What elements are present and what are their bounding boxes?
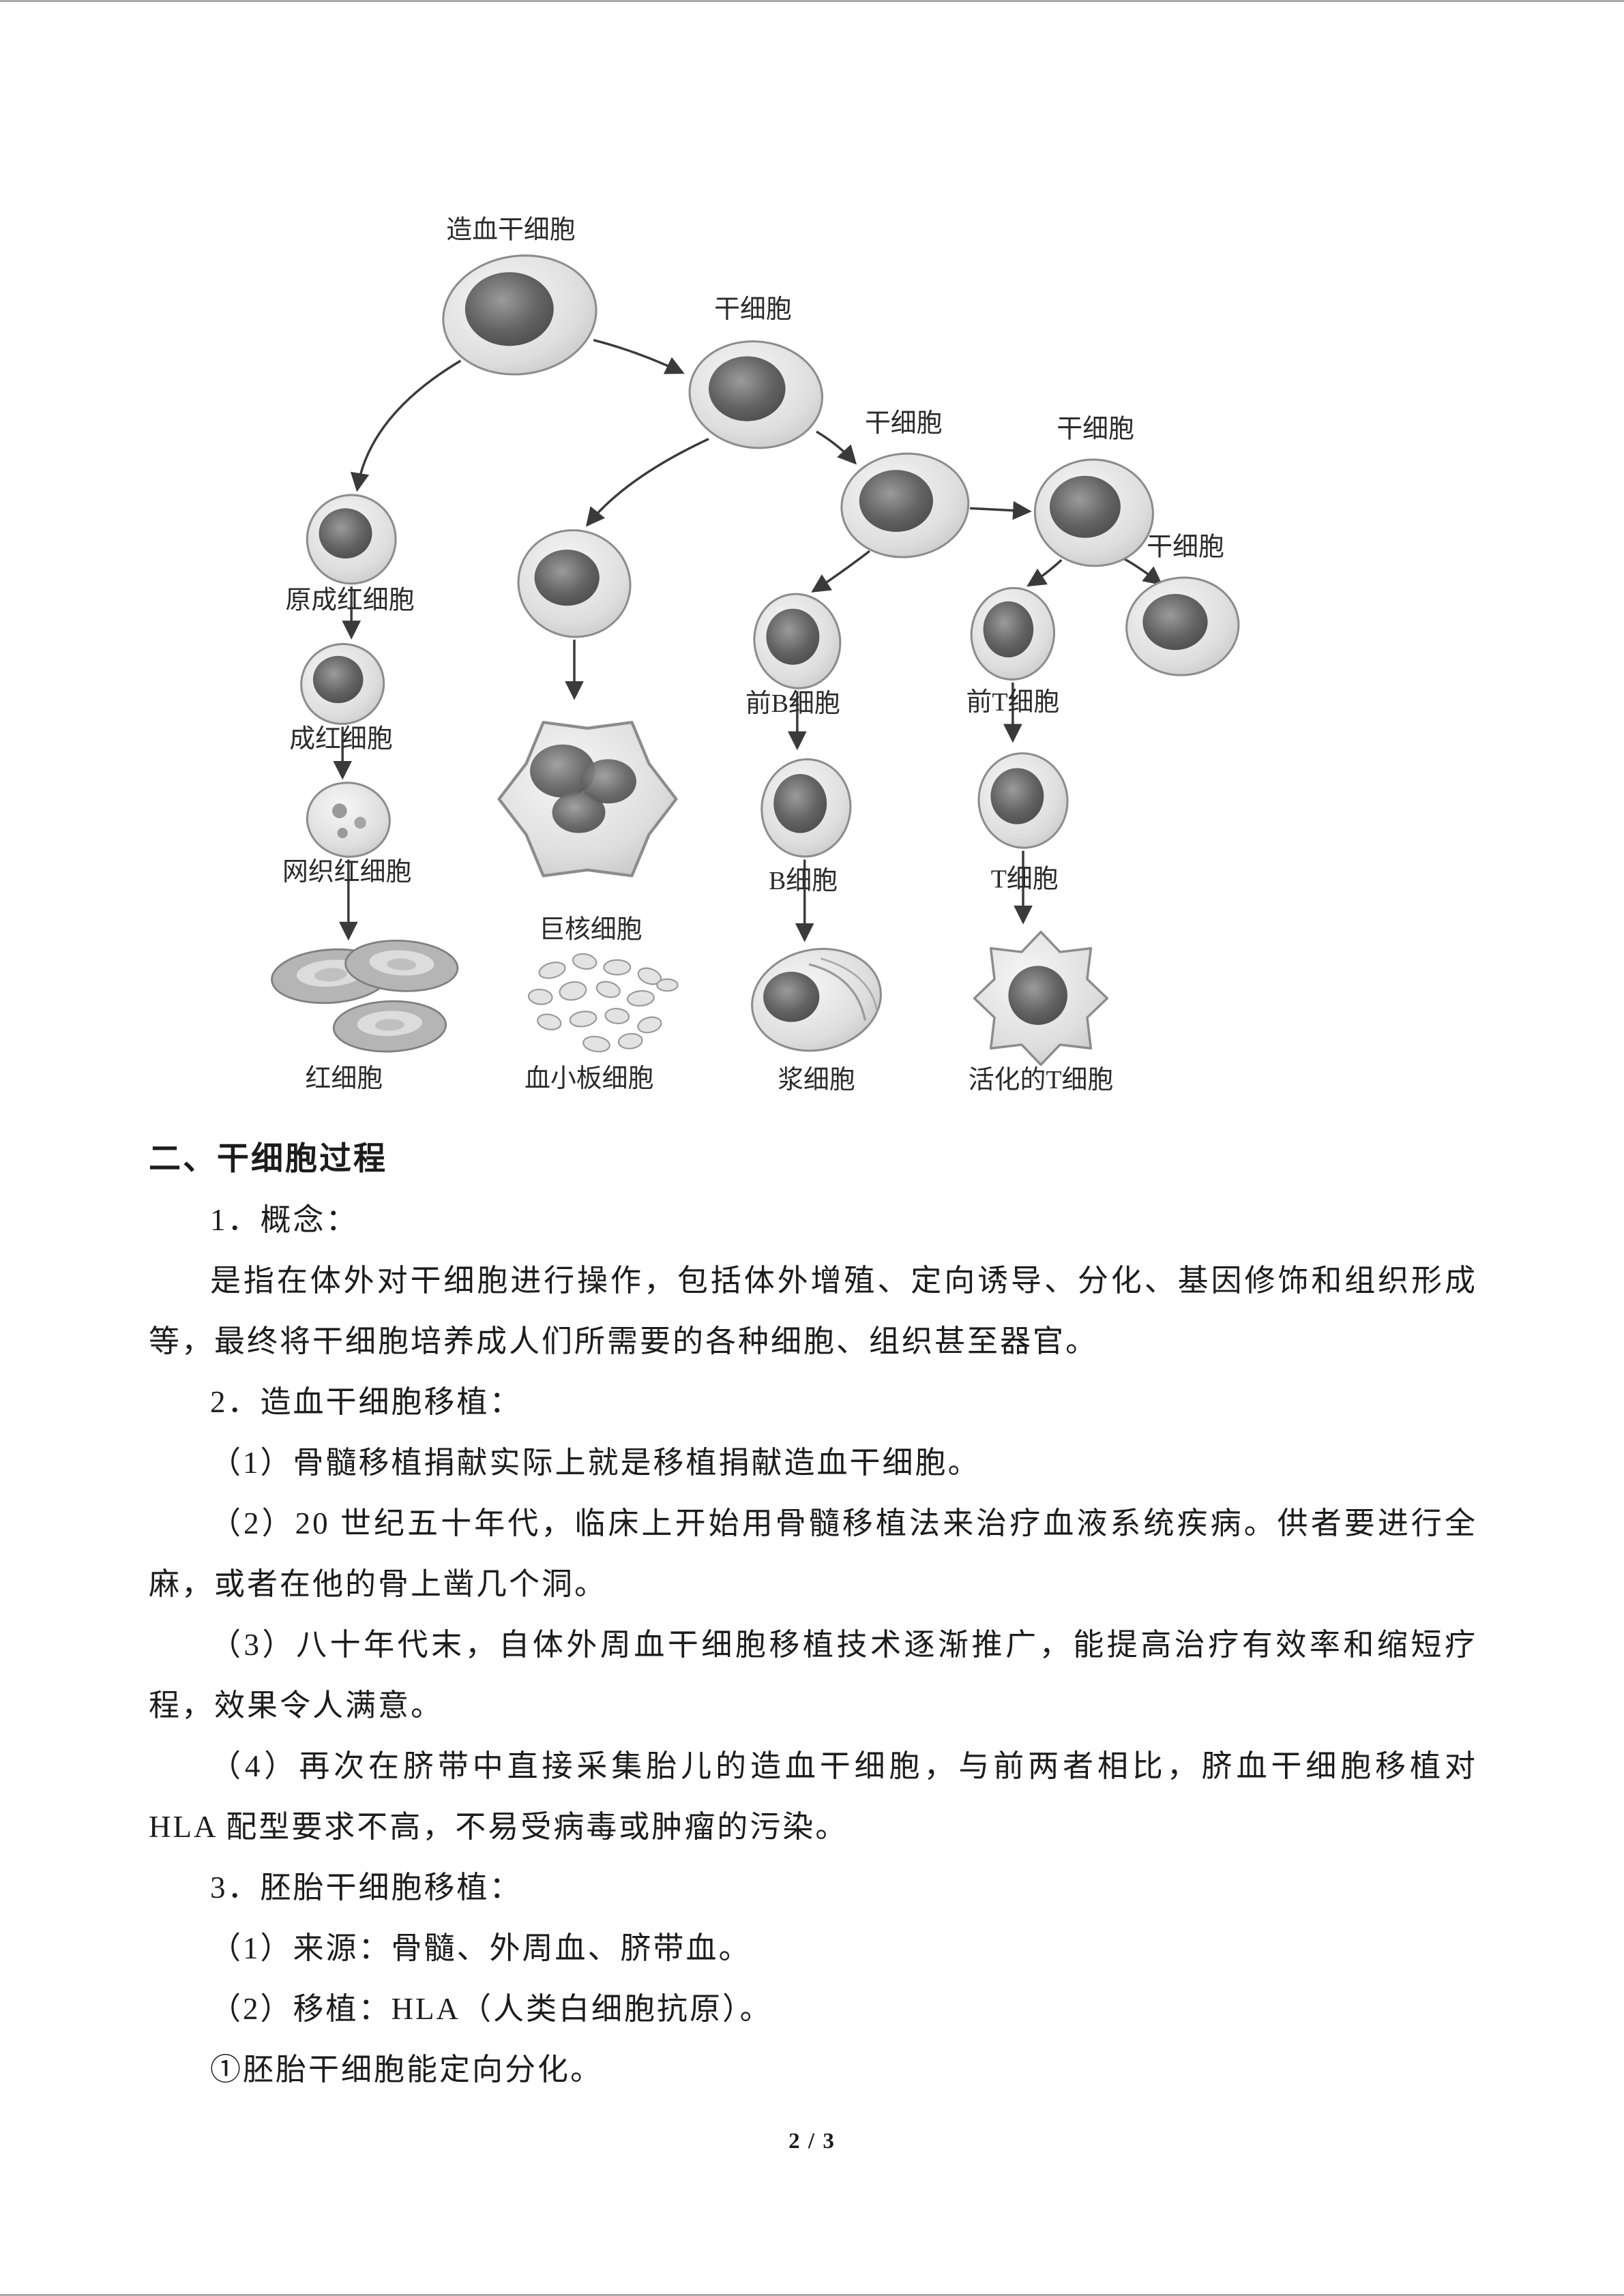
para-esc-note: ①胚胎干细胞能定向分化。 [210,2053,604,2087]
para-esc-transplant: （2）移植：HLA（人类白细胞抗原）。 [210,1992,773,2026]
label-pre-t: 前T细胞 [966,688,1060,717]
cell-rbc-cluster [271,939,459,1053]
cell-stem1 [688,340,823,449]
cell-reticulocyte [306,781,391,858]
stem-cell-diagram-container: 造血干细胞 干细胞 干细胞 干细胞 干细胞 原成红细胞 成红细胞 网织红细胞 红… [0,2,1624,1124]
arrow-stem1-to-stem2 [816,430,857,465]
arrow-hsc-to-proerythroblast [350,359,462,492]
label-plasma: 浆细胞 [778,1066,855,1094]
cell-megakaryocyte [497,721,678,878]
arrow-stem1-to-megakaryoblast [585,438,709,527]
cell-t [977,752,1069,849]
label-t-cell: T细胞 [991,865,1059,894]
cell-plasma [751,948,882,1052]
label-stem3: 干细胞 [1057,415,1134,444]
para-hsct-item-2: （2）20 世纪五十年代，临床上开始用骨髓移植法来治疗血液系统疾病。供者要进行全… [149,1506,1477,1601]
label-platelet: 血小板细胞 [525,1064,653,1093]
label-reticulocyte: 网织红细胞 [282,858,411,886]
page-number: 2 / 3 [788,2129,836,2153]
para-hsct-item-3: （3）八十年代末，自体外周血干细胞移植技术逐渐推广，能提高治疗有效率和缩短疗程，… [149,1628,1477,1723]
cell-stem4 [1125,576,1240,676]
para-hsct-item-4: （4）再次在脐带中直接采集胎儿的造血干细胞，与前两者相比，脐血干细胞移植对 HL… [149,1749,1477,1844]
para-hsct-title: 2．造血干细胞移植： [210,1385,522,1419]
label-stem4: 干细胞 [1147,533,1224,562]
para-concept-body: 是指在体外对干细胞进行操作，包括体外增殖、定向诱导、分化、基因修饰和组织形成等，… [149,1264,1477,1358]
para-hsct-item-1: （1）骨髓移植捐献实际上就是移植捐献造血干细胞。 [210,1446,981,1480]
arrow-stem3-to-pre-t [1027,558,1063,587]
label-erythroblast: 成红细胞 [289,725,392,754]
section-heading: 二、干细胞过程 [149,1142,387,1177]
para-concept-title: 1．概念： [210,1203,359,1237]
label-hsc: 造血干细胞 [446,215,575,244]
label-stem1: 干细胞 [714,295,792,324]
cell-activated-t [973,930,1109,1067]
label-b-cell: B细胞 [769,867,838,895]
cell-stem3 [1033,458,1154,567]
label-megakaryocyte: 巨核细胞 [539,915,642,944]
arrow-stem2-to-pre-b [811,550,870,593]
diagram-arrows [333,338,1163,942]
label-activated-t: 活化的T细胞 [969,1066,1113,1094]
cell-hsc [442,254,597,376]
para-esc-source: （1）来源：骨髓、外周血、脐带血。 [210,1931,752,1965]
stem-cell-differentiation-diagram: 造血干细胞 干细胞 干细胞 干细胞 干细胞 原成红细胞 成红细胞 网织红细胞 红… [271,215,1240,1094]
arrow-stem2-to-stem3 [970,501,1032,520]
cell-pre-t [970,586,1056,681]
label-proerythroblast: 原成红细胞 [285,586,414,615]
cell-megakaryoblast [517,529,632,638]
label-rbc: 红细胞 [306,1064,383,1093]
cell-proerythroblast [306,494,397,585]
label-stem2: 干细胞 [865,409,943,438]
arrow-hsc-to-stem1 [593,338,685,374]
cell-b [761,758,852,858]
para-esc-title: 3．胚胎干细胞移植： [210,1870,522,1905]
cell-stem2 [840,452,970,558]
label-pre-b: 前B细胞 [745,689,840,718]
cell-erythroblast [300,642,385,726]
cell-pre-b [753,593,842,689]
arrow-stem3-to-stem4 [1123,557,1163,586]
platelets [527,953,679,1053]
document-body: 二、干细胞过程 1．概念： 是指在体外对干细胞进行操作，包括体外增殖、定向诱导、… [0,1124,1624,2100]
